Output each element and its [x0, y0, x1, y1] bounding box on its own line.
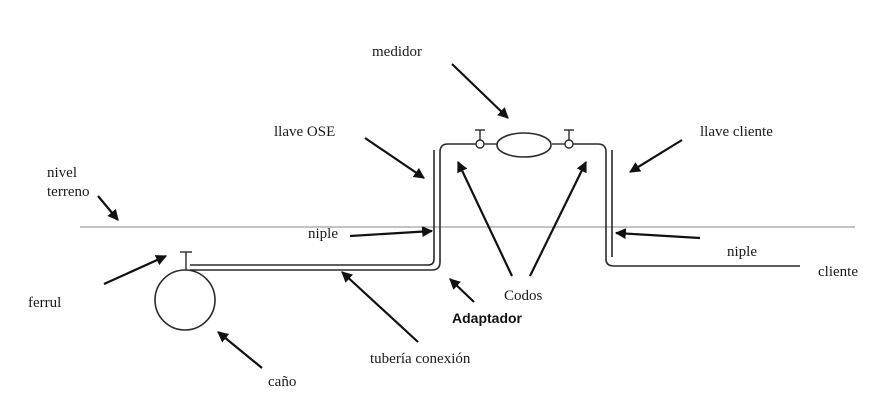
- water-meter: [496, 132, 552, 158]
- connection-pipe-inner: [190, 150, 435, 266]
- client-pipe: [572, 143, 800, 267]
- label-llave-ose: llave OSE: [274, 124, 335, 140]
- arrow-llave-cliente: [629, 139, 683, 173]
- label-ferrul: ferrul: [28, 295, 61, 311]
- label-niple-left: niple: [308, 226, 338, 242]
- label-llave-cliente: llave cliente: [700, 124, 773, 140]
- arrow-ferrul: [103, 254, 168, 286]
- arrow-codos-left: [457, 161, 513, 277]
- label-cliente: cliente: [818, 264, 858, 280]
- main-pipe-cano: [154, 269, 216, 331]
- label-cano: caño: [268, 374, 296, 390]
- arrow-codos-right: [529, 161, 587, 277]
- label-nivel: nivel: [47, 165, 77, 181]
- arrow-adaptador: [449, 278, 475, 303]
- arrow-llave-ose: [364, 137, 425, 179]
- label-niple-right: niple: [727, 244, 757, 260]
- arrow-medidor: [451, 63, 509, 119]
- label-adaptador: Adaptador: [452, 310, 523, 326]
- connection-pipe: [190, 143, 478, 271]
- label-medidor: medidor: [372, 44, 422, 60]
- arrow-niple-right: [614, 228, 701, 240]
- ose-valve: [475, 139, 485, 149]
- label-tuberia-conexion: tubería conexión: [370, 351, 471, 367]
- label-terreno: terreno: [47, 184, 89, 200]
- arrow-cano: [217, 331, 263, 369]
- arrow-tuberia-conexion: [341, 271, 419, 343]
- label-codos: Codos: [504, 288, 543, 304]
- arrow-niple-left: [349, 226, 434, 238]
- arrow-nivel-terreno: [97, 195, 119, 221]
- client-valve: [564, 139, 574, 149]
